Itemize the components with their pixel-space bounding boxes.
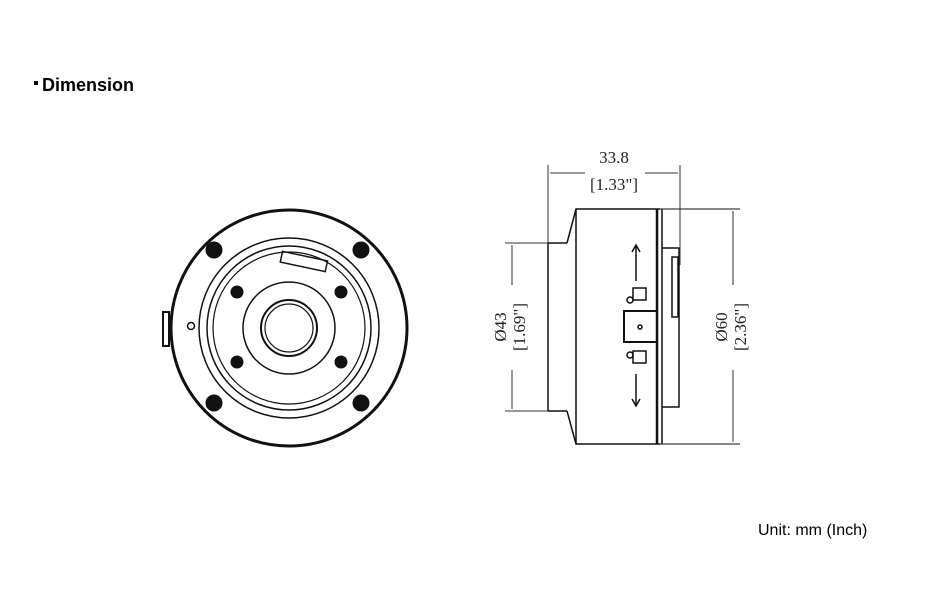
front-diameter-mm-label: Ø43 xyxy=(491,312,510,341)
front-diameter-in-label: [1.69"] xyxy=(510,303,529,351)
section-title: Dimension xyxy=(34,75,134,96)
length-mm-label: 33.8 xyxy=(599,148,629,167)
arrow-icons xyxy=(631,243,641,408)
side-view xyxy=(547,208,740,445)
lock-icons xyxy=(626,287,647,364)
bullet-icon xyxy=(34,81,38,86)
unit-label: Unit: mm (Inch) xyxy=(758,522,868,539)
section-title-text: Dimension xyxy=(42,75,135,95)
dimension-lines xyxy=(505,165,734,442)
screw-icons xyxy=(205,241,370,412)
front-view xyxy=(162,208,409,448)
body-diameter-in-label: [2.36"] xyxy=(731,303,750,351)
length-in-label: [1.33"] xyxy=(590,175,638,194)
body-diameter-mm-label: Ø60 xyxy=(712,312,731,341)
